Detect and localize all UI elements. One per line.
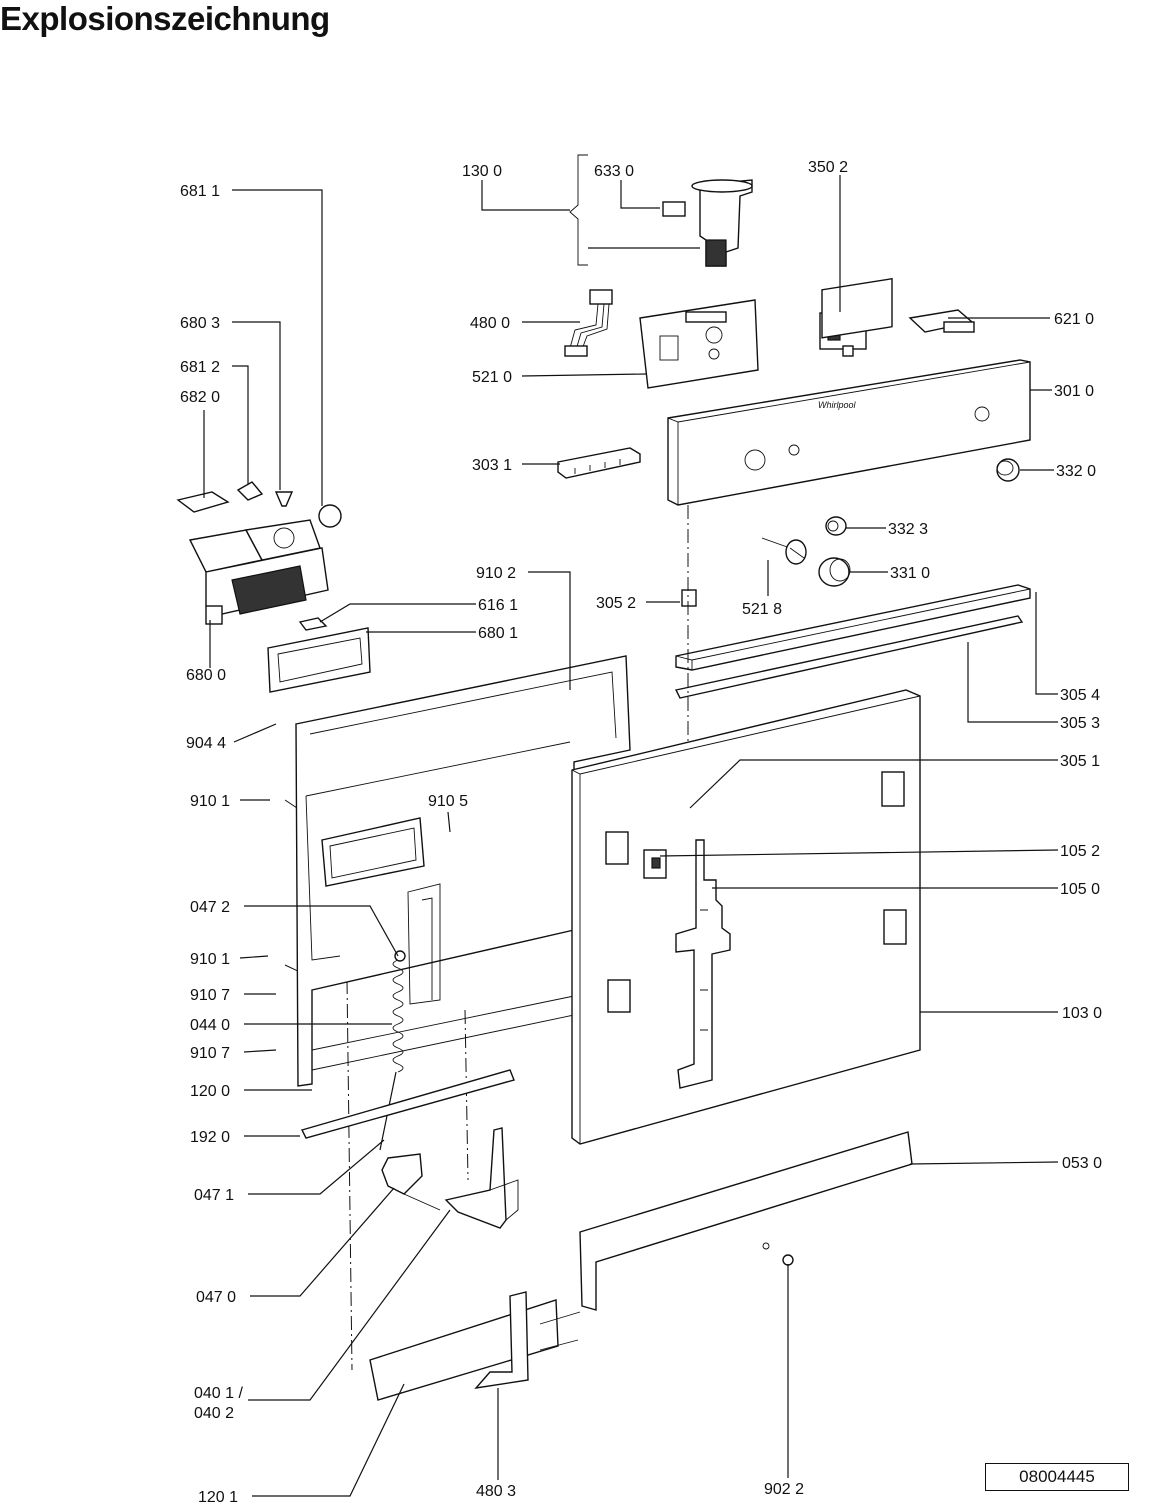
svg-text:Whirlpool: Whirlpool [818,400,857,410]
part-knob-332-0 [996,458,1020,482]
label-332-3: 332 3 [888,521,928,538]
label-910-1-top: 910 1 [190,793,230,810]
part-outer-door-panel [571,689,921,1145]
label-680-1: 680 1 [478,625,518,642]
part-616-1 [298,617,328,631]
part-spring-044-0 [379,950,406,1151]
page-title: Explosionszeichnung [0,0,330,37]
label-103-0: 103 0 [1062,1005,1102,1022]
label-350-2: 350 2 [808,159,848,176]
label-480-3: 480 3 [476,1483,516,1500]
label-305-3: 305 3 [1060,715,1100,732]
label-902-2: 902 2 [764,1481,804,1498]
label-616-1: 616 1 [478,597,518,614]
part-labels: 681 1 680 3 681 2 682 0 130 0 633 0 350 … [180,159,1102,1505]
label-910-7-top: 910 7 [190,987,230,1004]
axis-line-left-c [284,799,301,811]
part-knob-331-0 [818,557,851,587]
axis-line-left-a [346,979,353,1371]
label-105-0: 105 0 [1060,881,1100,898]
label-904-4: 904 4 [186,735,226,752]
part-wiring-harness [564,289,613,357]
part-lower-channel [369,1291,581,1401]
label-044-0: 044 0 [190,1017,230,1034]
part-selector-521-8 [761,537,807,565]
part-inner-door-frame [295,655,631,1087]
part-303-1 [557,447,641,479]
label-331-0: 331 0 [890,565,930,582]
label-047-2: 047 2 [190,899,230,916]
label-332-0: 332 0 [1056,463,1096,480]
label-910-2: 910 2 [476,565,516,582]
label-680-0: 680 0 [186,667,226,684]
axis-line-left-b [464,1009,469,1181]
label-621-0: 621 0 [1054,311,1094,328]
label-681-1: 681 1 [180,183,220,200]
label-040-2: 040 2 [194,1405,234,1422]
label-680-3: 680 3 [180,315,220,332]
label-633-0: 633 0 [594,163,634,180]
label-301-0: 301 0 [1054,383,1094,400]
label-120-1: 120 1 [198,1489,238,1505]
label-480-0: 480 0 [470,315,510,332]
part-dispenser-assembly [176,481,342,625]
label-305-4: 305 4 [1060,687,1100,704]
part-305-2 [681,589,697,607]
label-047-0: 047 0 [196,1289,236,1306]
label-910-5: 910 5 [428,793,468,810]
label-910-1-bottom: 910 1 [190,951,230,968]
label-105-2: 105 2 [1060,843,1100,860]
label-120-0: 120 0 [190,1083,230,1100]
label-053-0: 053 0 [1062,1155,1102,1172]
label-040-1: 040 1 / [194,1385,243,1402]
part-screw-902-2 [782,1254,794,1266]
label-303-1: 303 1 [472,457,512,474]
part-control-board [639,299,759,389]
label-682-0: 682 0 [180,389,220,406]
label-521-8: 521 8 [742,601,782,618]
label-305-1: 305 1 [1060,753,1100,770]
part-rails [674,584,1031,699]
label-681-2: 681 2 [180,359,220,376]
label-521-0: 521 0 [472,369,512,386]
document-id-box: 08004445 [985,1463,1129,1491]
part-kick-plate-053-0 [579,1131,913,1311]
label-047-1: 047 1 [194,1187,234,1204]
part-621-0 [908,309,975,333]
part-door-lock-assembly [569,154,753,267]
part-hinge [381,1127,519,1229]
label-192-0: 192 0 [190,1129,230,1146]
part-seal-680-1 [267,627,371,693]
part-knob-332-3 [825,516,847,536]
label-305-2: 305 2 [596,595,636,612]
label-130-0: 130 0 [462,163,502,180]
part-strip-192-0 [300,1069,515,1139]
leader-lines [203,175,1059,1497]
label-910-7-bottom: 910 7 [190,1045,230,1062]
